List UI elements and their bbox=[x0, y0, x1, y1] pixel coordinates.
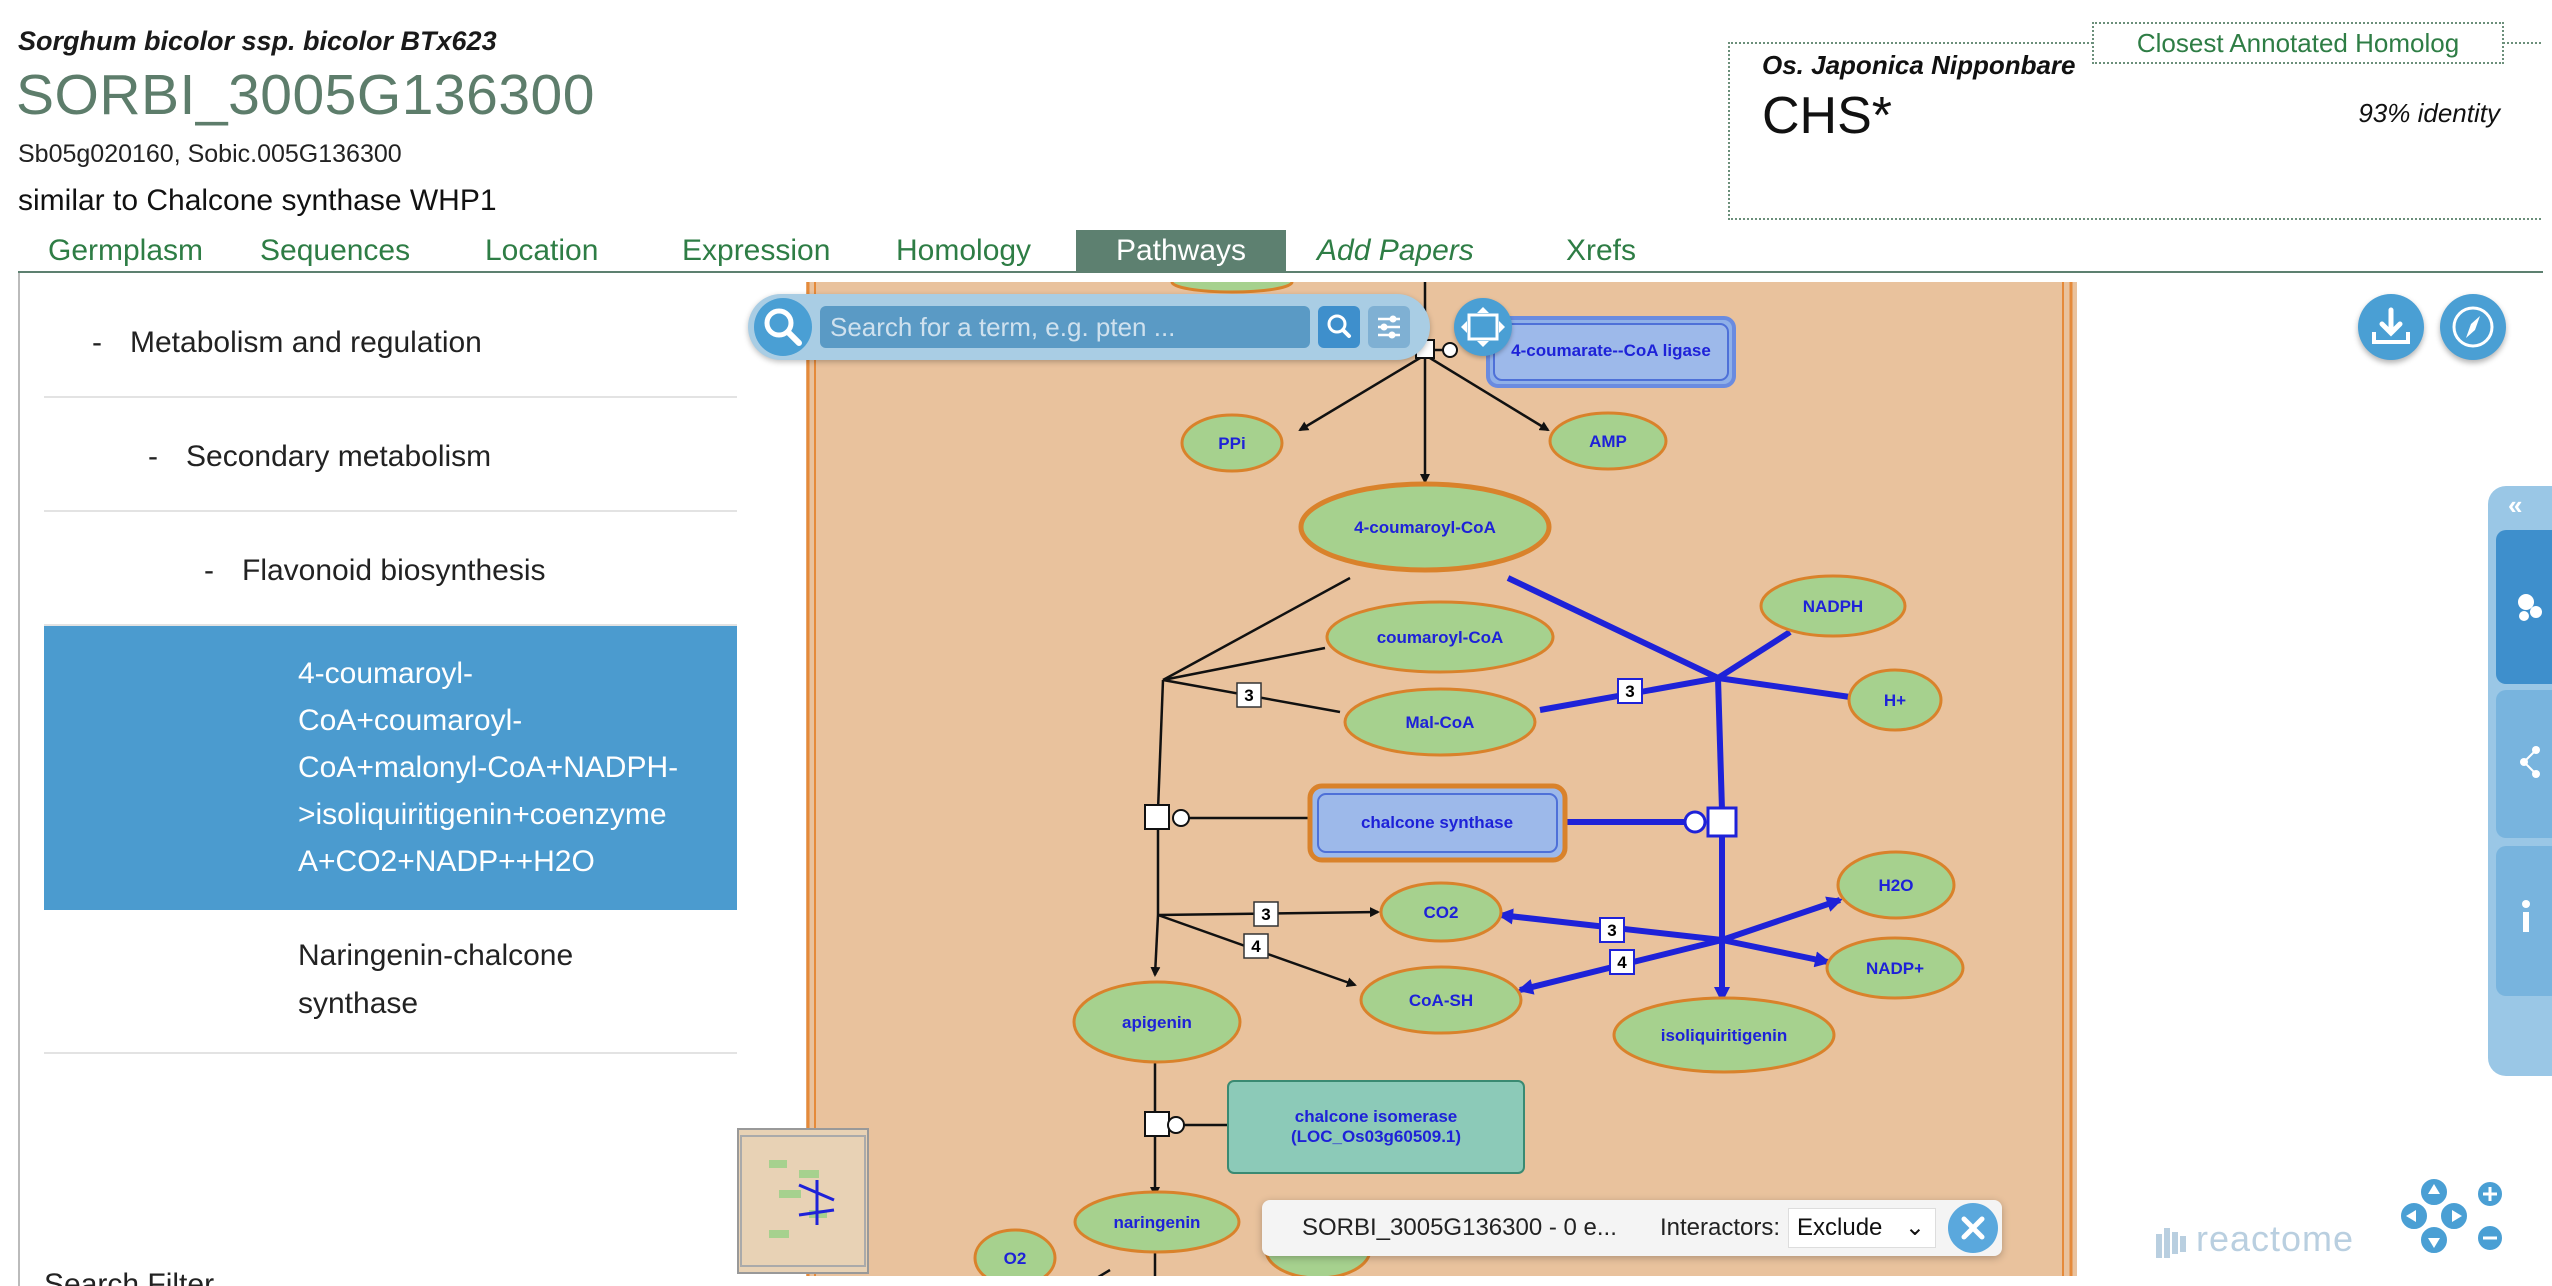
reactome-logo-icon bbox=[2152, 1220, 2196, 1269]
tree-item-label: Secondary metabolism bbox=[186, 440, 492, 473]
tree-left-border bbox=[18, 273, 20, 1286]
node-label-4-coumarate-coa-ligase: 4-coumarate--CoA ligase bbox=[1511, 341, 1711, 360]
enzyme-nodes[interactable] bbox=[1227, 316, 1736, 1174]
tree-item-label: Flavonoid biosynthesis bbox=[242, 554, 546, 587]
node-label-4-coumaroyl-coa: 4-coumaroyl-CoA bbox=[1354, 518, 1496, 537]
homolog-identity: 93% identity bbox=[2358, 98, 2500, 128]
tree-item-secondary-metabolism[interactable]: - Secondary metabolism bbox=[44, 398, 737, 512]
search-filter-icon[interactable] bbox=[1368, 306, 1410, 348]
species-name: Sorghum bicolor ssp. bicolor BTx623 bbox=[18, 26, 497, 56]
chevron-down-icon: ⌄ bbox=[1904, 1214, 1925, 1241]
gene-id-title: SORBI_3005G136300 bbox=[16, 63, 595, 127]
search-input[interactable] bbox=[820, 306, 1310, 348]
node-label-h2o: H2O bbox=[1879, 876, 1914, 895]
stoichiometry-label: 3 bbox=[1607, 921, 1616, 940]
tab-homology[interactable]: Homology bbox=[896, 234, 1032, 267]
interactors-value: Exclude bbox=[1797, 1214, 1883, 1241]
stoichiometry-label: 3 bbox=[1261, 905, 1270, 924]
homolog-symbol[interactable]: CHS* bbox=[1762, 87, 1893, 145]
collapse-panel-icon[interactable]: « bbox=[2508, 490, 2523, 520]
node-label-apigenin: apigenin bbox=[1122, 1013, 1192, 1032]
compass-icon[interactable] bbox=[2440, 294, 2506, 360]
side-tab-share[interactable] bbox=[2496, 690, 2552, 838]
stoichiometry-label: 3 bbox=[1625, 682, 1634, 701]
tree-item-label: Naringenin-chalcone synthase bbox=[298, 939, 574, 1020]
reactome-logo: reactome bbox=[2196, 1218, 2355, 1259]
fit-diagram-icon[interactable] bbox=[1454, 298, 1512, 356]
tab-pathways[interactable]: Pathways bbox=[1076, 230, 1286, 272]
tab-sequences[interactable]: Sequences bbox=[260, 234, 411, 267]
node-label-nadph: NADPH bbox=[1803, 597, 1863, 616]
diagram-thumbnail[interactable] bbox=[737, 1128, 869, 1274]
tree-item-metabolism[interactable]: - Metabolism and regulation bbox=[44, 286, 737, 398]
node-label-coa-sh: CoA-SH bbox=[1409, 991, 1473, 1010]
collapse-dash[interactable]: - bbox=[148, 440, 158, 473]
closest-homolog-tab[interactable]: Closest Annotated Homolog bbox=[2092, 22, 2504, 64]
collapse-dash[interactable]: - bbox=[204, 554, 214, 587]
tree-item-flavonoid[interactable]: - Flavonoid biosynthesis bbox=[44, 512, 737, 626]
node-label-chalcone-synthase: chalcone synthase bbox=[1361, 813, 1513, 832]
node-label-h-plus: H+ bbox=[1884, 691, 1906, 710]
node-label-mal-coa: Mal-CoA bbox=[1406, 713, 1475, 732]
tab-location[interactable]: Location bbox=[485, 234, 599, 267]
tab-germplasm[interactable]: Germplasm bbox=[48, 234, 204, 267]
stoichiometry-label: 3 bbox=[1244, 686, 1253, 705]
navigation-controls bbox=[2392, 1176, 2512, 1266]
side-tab-molecules[interactable] bbox=[2496, 530, 2552, 684]
node-label-coumaroyl-coa: coumaroyl-CoA bbox=[1377, 628, 1504, 647]
node-label-chalcone-isomerase-id: (LOC_Os03g60509.1) bbox=[1291, 1127, 1461, 1146]
stoichiometry-label: 4 bbox=[1617, 953, 1627, 972]
tree-item-selected-reaction[interactable]: 4-coumaroyl- CoA+coumaroyl- CoA+malonyl-… bbox=[44, 626, 737, 910]
interactors-select[interactable]: Exclude ⌄ bbox=[1788, 1208, 1936, 1248]
tree-item-label: Metabolism and regulation bbox=[130, 326, 482, 359]
side-tab-info[interactable] bbox=[2496, 846, 2552, 996]
node-label-nadp-plus: NADP+ bbox=[1866, 959, 1924, 978]
close-flag-icon[interactable] bbox=[1948, 1203, 1998, 1253]
download-icon[interactable] bbox=[2358, 294, 2424, 360]
search-icon[interactable] bbox=[754, 298, 812, 356]
tab-expression[interactable]: Expression bbox=[682, 234, 831, 267]
node-label-ppi: PPi bbox=[1218, 434, 1245, 453]
tree-item-naringenin-synthase[interactable]: Naringenin-chalcone synthase bbox=[44, 910, 737, 1054]
collapse-dash[interactable]: - bbox=[92, 326, 102, 359]
node-label-amp: AMP bbox=[1589, 432, 1627, 451]
tree-item-label: 4-coumaroyl- CoA+coumaroyl- CoA+malonyl-… bbox=[298, 657, 679, 878]
gene-description: similar to Chalcone synthase WHP1 bbox=[18, 184, 497, 217]
flagged-element-text: SORBI_3005G136300 - 0 e... bbox=[1302, 1214, 1617, 1241]
reaction-nodes[interactable] bbox=[1144, 339, 1738, 1137]
search-filter-heading: Search Filter bbox=[44, 1268, 215, 1286]
pathway-diagram[interactable]: 3 3 3 4 3 4 bbox=[737, 282, 2077, 1276]
search-submit-icon[interactable] bbox=[1318, 306, 1360, 348]
node-label-o2: O2 bbox=[1004, 1249, 1027, 1268]
tab-xrefs[interactable]: Xrefs bbox=[1566, 234, 1637, 267]
detail-tabs: Germplasm Sequences Location Expression … bbox=[0, 230, 2552, 272]
node-label-naringenin: naringenin bbox=[1114, 1213, 1201, 1232]
stoichiometry-label: 4 bbox=[1251, 937, 1261, 956]
node-label-co2: CO2 bbox=[1424, 903, 1459, 922]
node-label-chalcone-isomerase: chalcone isomerase bbox=[1295, 1107, 1458, 1126]
gene-aliases: Sb05g020160, Sobic.005G136300 bbox=[18, 140, 402, 168]
tabs-divider bbox=[18, 271, 2543, 273]
homolog-species: Os. Japonica Nipponbare bbox=[1762, 50, 2076, 80]
interactors-label: Interactors: bbox=[1660, 1214, 1781, 1241]
node-label-isoliquiritigenin: isoliquiritigenin bbox=[1661, 1026, 1788, 1045]
tab-add-papers[interactable]: Add Papers bbox=[1317, 234, 1474, 267]
